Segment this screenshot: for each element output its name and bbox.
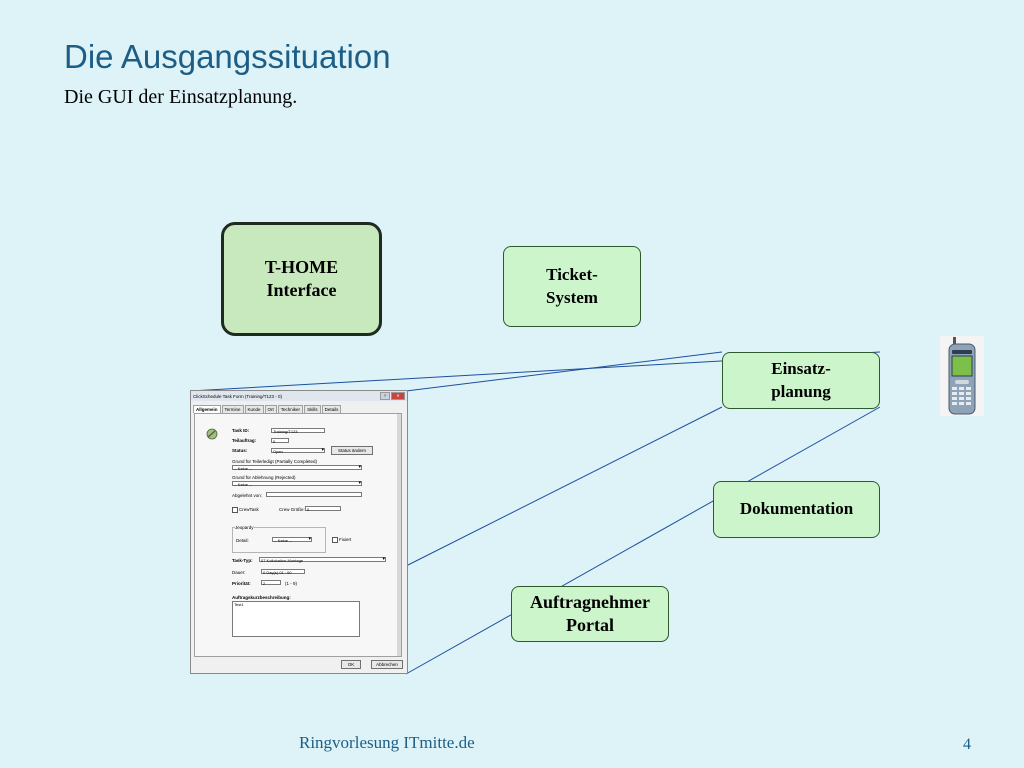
status-change-button[interactable]: Status ändern <box>331 446 373 455</box>
beschreibung-textarea[interactable]: Test1 <box>232 601 360 637</box>
grund-teilerledigt-label: Grund für Teilerledigt (Partially Comple… <box>232 459 317 464</box>
node-auftragnehmer-portal: Auftragnehmer Portal <box>511 586 669 642</box>
crewtask-checkbox[interactable] <box>232 507 238 513</box>
ok-button[interactable]: OK <box>341 660 361 669</box>
node-einsatzplanung: Einsatz- planung <box>722 352 880 409</box>
footer-text: Ringvorlesung ITmitte.de <box>299 733 475 752</box>
connector-line-mid <box>405 406 723 567</box>
tab-ort[interactable]: Ort <box>264 405 277 413</box>
prioritaet-stepper[interactable]: 2 <box>261 580 281 586</box>
grund-ablehnung-select[interactable]: -- Keine -- <box>232 481 362 487</box>
abgelehnt-input[interactable] <box>266 492 362 497</box>
crew-groesse-label: Crew Größe: <box>279 507 305 512</box>
dialog-tabs: Allgemein Termine Kunde Ort Techniker Sk… <box>191 401 407 413</box>
task-form-dialog: ClickSchedule Task Form (Training/T123 -… <box>190 390 408 674</box>
dauer-stepper[interactable]: 0 Day(s) 01 : 00 <box>261 569 305 575</box>
dialog-scrollbar[interactable] <box>397 414 401 656</box>
crewtask-label: CrewTask <box>239 507 259 512</box>
tools-icon <box>206 428 218 440</box>
tab-techniker[interactable]: Techniker <box>277 405 304 413</box>
fixiert-label: Fixiert <box>339 537 352 542</box>
teilauftrag-label: Teilauftrag: <box>232 438 257 443</box>
prioritaet-label: Priorität: <box>232 581 251 586</box>
detail-select[interactable]: -- Keine -- <box>272 537 312 543</box>
dialog-titlebar: ClickSchedule Task Form (Training/T123 -… <box>191 391 407 401</box>
crew-groesse-stepper[interactable]: 0 <box>305 506 341 512</box>
node-dokumentation: Dokumentation <box>713 481 880 538</box>
status-select[interactable]: Open <box>271 448 325 454</box>
jeopardy-group <box>232 527 326 553</box>
grund-ablehnung-label: Grund für Ablehnung (Rejected) <box>232 475 296 480</box>
tab-termine[interactable]: Termine <box>221 405 244 413</box>
task-id-input[interactable]: Training/T123 <box>271 428 325 434</box>
tasktyp-label: Task-Typ: <box>232 558 253 563</box>
status-change-label: Status ändern <box>337 448 367 453</box>
ok-label: OK <box>347 662 355 667</box>
tasktyp-select[interactable]: 07 Kollokation-Montage <box>259 557 386 563</box>
slide-subtitle: Die GUI der Einsatzplanung. <box>64 86 298 108</box>
slide-title: Die Ausgangssituation <box>64 38 391 75</box>
dialog-body: Task ID: Training/T123 Teilauftrag: 0 St… <box>194 413 402 657</box>
tab-kunde[interactable]: Kunde <box>244 405 264 413</box>
node-ticket-system: Ticket- System <box>503 246 641 327</box>
prioritaet-range: (1 - 9) <box>285 581 298 586</box>
detail-label: Detail: <box>236 538 249 543</box>
cancel-button[interactable]: Abbrechen <box>371 660 403 669</box>
tab-skills[interactable]: Skills <box>304 405 321 413</box>
mobile-phone-icon <box>940 336 984 416</box>
abgelehnt-label: Abgelehnt von: <box>232 493 263 498</box>
connector-line-top-inner <box>405 351 723 392</box>
help-icon[interactable]: ? <box>380 392 390 400</box>
dialog-title: ClickSchedule Task Form (Training/T123 -… <box>193 393 283 399</box>
node-thome-interface: T-HOME Interface <box>221 222 382 336</box>
jeopardy-label: Jeopardy <box>235 525 254 530</box>
cancel-label: Abbrechen <box>376 662 398 667</box>
task-id-label: Task ID: <box>232 428 250 433</box>
fixiert-checkbox[interactable] <box>332 537 338 543</box>
dauer-label: Dauer: <box>232 570 246 575</box>
tab-allgemein[interactable]: Allgemein <box>193 405 221 413</box>
status-label: Status: <box>232 448 248 453</box>
grund-teilerledigt-select[interactable]: -- Keine -- <box>232 465 362 471</box>
close-icon[interactable]: ✕ <box>391 392 405 400</box>
teilauftrag-stepper[interactable]: 0 <box>271 438 289 444</box>
beschreibung-label: Auftragskurzbeschreibung: <box>232 595 291 600</box>
page-number: 4 <box>963 736 971 753</box>
tab-details[interactable]: Details <box>321 405 342 413</box>
